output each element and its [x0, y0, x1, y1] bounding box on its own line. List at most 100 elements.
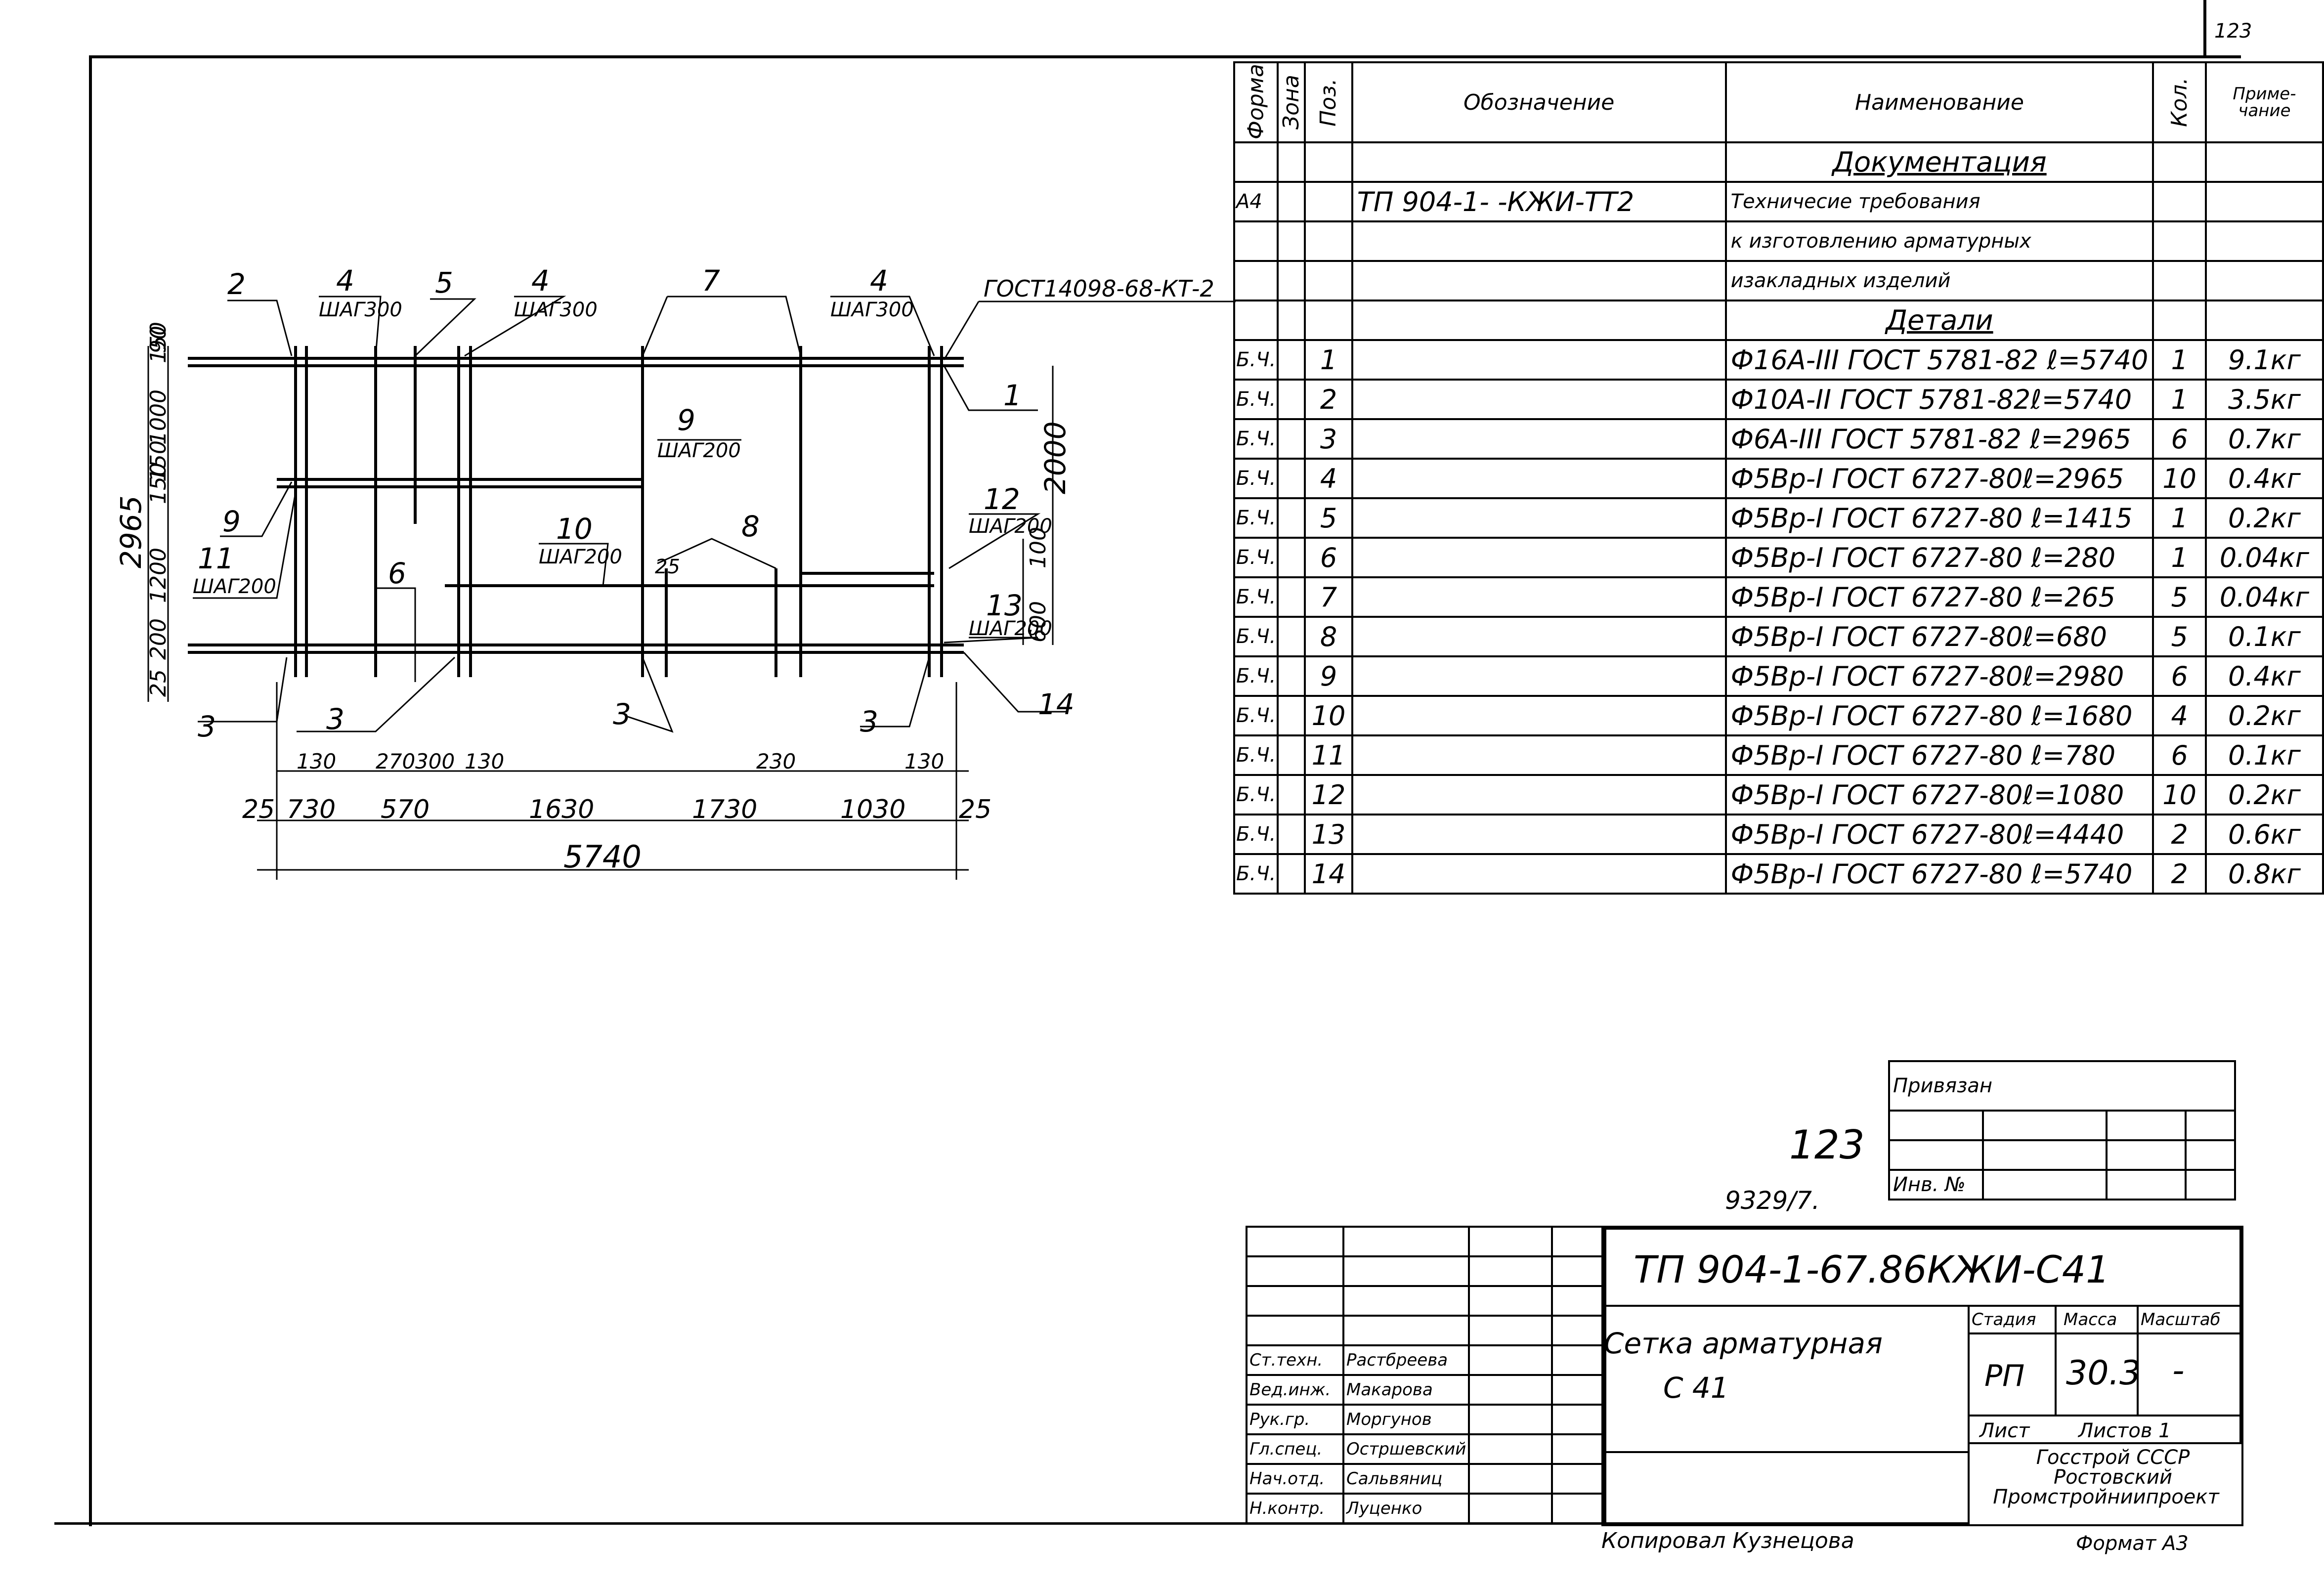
- row-pos: 10: [1304, 695, 1353, 736]
- row-qty: 5: [2152, 576, 2207, 618]
- row-zone: [1277, 576, 1306, 618]
- row-qty: 1: [2152, 379, 2207, 420]
- row-zone: [1277, 774, 1306, 815]
- row-format: Б.Ч.: [1233, 695, 1279, 736]
- row-designation: [1351, 576, 1727, 618]
- row-format: Б.Ч.: [1233, 339, 1279, 381]
- row-name: Ф6А-III ГОСТ 5781-82 ℓ=2965: [1724, 418, 2154, 460]
- leader-pos: 2: [227, 267, 246, 301]
- leader-pos: 9: [222, 505, 241, 538]
- leader-pitch: ШАГ200: [969, 515, 1052, 538]
- row-name: Ф5Вр-I ГОСТ 6727-80ℓ=2980: [1724, 655, 2154, 697]
- row-pos: 2: [1304, 379, 1353, 420]
- signature-date: [1551, 1404, 1607, 1435]
- page-number: 123: [2214, 20, 2252, 43]
- row-pos: 1: [1304, 339, 1353, 381]
- signature-mark: [1468, 1433, 1553, 1465]
- row-format: Б.Ч.: [1233, 774, 1279, 815]
- signature-role: Вед.инж.: [1246, 1374, 1344, 1406]
- row-note: 0.2кг: [2204, 774, 2324, 815]
- leader-pitch: ШАГ200: [657, 439, 741, 462]
- row-designation: [1351, 774, 1727, 815]
- row-zone: [1277, 418, 1306, 460]
- row-note: 0.8кг: [2204, 853, 2324, 895]
- row-qty: 10: [2152, 774, 2207, 815]
- dimension-label: 130: [465, 749, 504, 773]
- row-pos: 3: [1304, 418, 1353, 460]
- dimension-label: 150: [146, 440, 171, 482]
- row-note: 0.1кг: [2204, 616, 2324, 657]
- leader-pos: 7: [702, 264, 720, 298]
- doc-name-line: изакладных изделий: [1724, 260, 2154, 301]
- title-block: ТП 904-1-67.86КЖИ-С41 Сетка арматурная С…: [1601, 1226, 2243, 1526]
- doc-name-line: к изготовлению арматурных: [1724, 220, 2154, 262]
- dimension-label: 1630: [529, 795, 594, 824]
- row-zone: [1277, 497, 1306, 539]
- row-format: Б.Ч.: [1233, 814, 1279, 855]
- signature-mark: [1468, 1404, 1553, 1435]
- leader-pos: 3: [860, 705, 878, 738]
- leader-pos: 4: [870, 264, 888, 298]
- leader-pitch: ШАГ200: [969, 617, 1052, 640]
- row-format: Б.Ч.: [1233, 458, 1279, 499]
- stamp-number: 123: [1789, 1122, 1865, 1168]
- row-designation: [1351, 537, 1727, 578]
- row-zone: [1277, 616, 1306, 657]
- row-designation: [1351, 339, 1727, 381]
- signature-role: Нач.отд.: [1246, 1463, 1344, 1495]
- dimension-label: 200: [146, 618, 171, 660]
- row-name: Ф5Вр-I ГОСТ 6727-80 ℓ=780: [1724, 734, 2154, 776]
- signature-role: Гл.спец.: [1246, 1433, 1344, 1465]
- row-zone: [1277, 814, 1306, 855]
- row-designation: [1351, 695, 1727, 736]
- signature-row: Ст.техн.Растбреева: [1246, 1344, 1607, 1376]
- doc-code: ТП 904-1-67.86КЖИ-С41: [1634, 1247, 2110, 1291]
- leader-pos: 1: [1003, 379, 1022, 412]
- row-format: Б.Ч.: [1233, 734, 1279, 776]
- row-name: Ф5Вр-I ГОСТ 6727-80 ℓ=280: [1724, 537, 2154, 578]
- row-designation: [1351, 853, 1727, 895]
- row-designation: [1351, 418, 1727, 460]
- row-pos: 7: [1304, 576, 1353, 618]
- leader-pos: 13: [986, 589, 1023, 622]
- hdr-format: Формат: [1234, 62, 1278, 142]
- mesh-drawing: 2 4 ШАГ300 5 4 ШАГ300 7 4 ШАГ300 ГОСТ140…: [114, 264, 1236, 880]
- dimension-label: 1200: [146, 548, 171, 603]
- row-zone: [1277, 537, 1306, 578]
- row-designation: [1351, 458, 1727, 499]
- dimension-label: 600: [1026, 601, 1051, 643]
- section-docs: Документация: [1724, 141, 2154, 183]
- leader-pos: 4: [336, 264, 354, 298]
- signature-mark: [1468, 1463, 1553, 1495]
- signature-date: [1551, 1374, 1607, 1406]
- row-note: 0.6кг: [2204, 814, 2324, 855]
- row-note: 0.4кг: [2204, 458, 2324, 499]
- dimension-label: 150: [146, 463, 171, 504]
- row-designation: [1351, 655, 1727, 697]
- row-pos: 6: [1304, 537, 1353, 578]
- leader-pos: 12: [984, 482, 1020, 516]
- dimension-label: 150: [146, 322, 171, 363]
- row-format: Б.Ч.: [1233, 537, 1279, 578]
- inv-no-label: Инв. №: [1888, 1169, 1984, 1201]
- dimension-label: 730: [287, 795, 336, 824]
- signature-date: [1551, 1493, 1607, 1524]
- signature-date: [1551, 1344, 1607, 1376]
- leader-pos: 3: [326, 702, 344, 736]
- row-name: Ф5Вр-I ГОСТ 6727-80ℓ=680: [1724, 616, 2154, 657]
- row-pos: 13: [1304, 814, 1353, 855]
- dimension-label: 130: [297, 749, 336, 773]
- row-name: Ф5Вр-I ГОСТ 6727-80 ℓ=1680: [1724, 695, 2154, 736]
- signature-name: Сальвяниц: [1342, 1463, 1470, 1495]
- signature-name: Растбреева: [1342, 1344, 1470, 1376]
- hdr-qty: Кол.: [2153, 62, 2206, 142]
- row-zone: [1277, 734, 1306, 776]
- row-qty: 6: [2152, 655, 2207, 697]
